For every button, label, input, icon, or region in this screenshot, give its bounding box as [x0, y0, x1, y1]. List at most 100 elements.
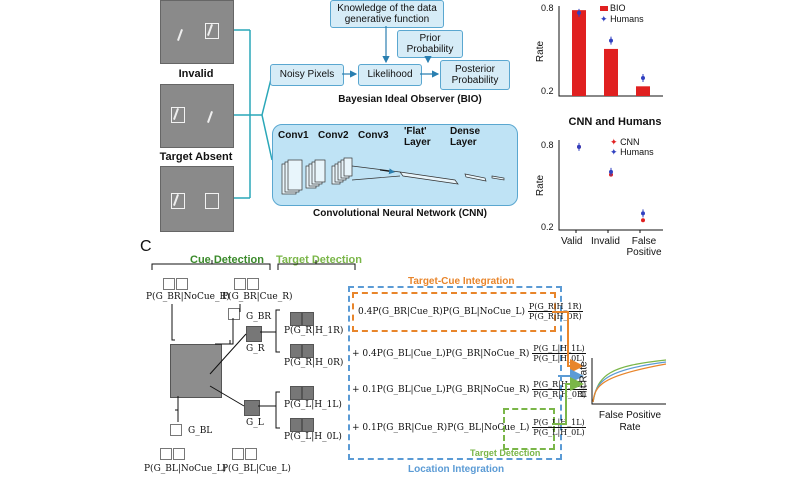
- target-tile-icon: [302, 312, 314, 326]
- term-3-fraction: P(G_R|H_1R)P(G_R|H_0R): [532, 380, 588, 399]
- panel-c-letter: C: [140, 238, 152, 255]
- chart2-ylabel: Rate: [535, 174, 547, 197]
- gl-target-icon: [244, 400, 260, 416]
- term-2-prior: + 0.4P(G_BL|Cue_L)P(G_BR|NoCue_R): [352, 349, 530, 359]
- chart2-title: CNN and Humans: [568, 116, 662, 128]
- cnn-layer-conv1: Conv1: [278, 130, 309, 141]
- chart2-xtick-false-positive: False Positive: [626, 236, 662, 258]
- stimulus-label-invalid: Invalid: [178, 68, 214, 80]
- term-2-denominator: P(G_L|H_0L): [533, 354, 585, 363]
- cue-detection-label: Cue Detection: [190, 254, 264, 266]
- term-4-fraction: P(G_L|H_1L)P(G_L|H_0L): [532, 418, 586, 437]
- stimulus-image-bottom: [160, 166, 234, 232]
- chart2-legend-cnn-marker: ✦: [610, 137, 618, 147]
- cnn-point-false-positive: [641, 218, 645, 223]
- roc-hit-rate-label: Hit Rate: [578, 361, 590, 398]
- term-3-prior: + 0.1P(G_BL|Cue_L)P(G_BR|NoCue_R): [352, 385, 530, 395]
- cue-box-icon: [163, 278, 175, 290]
- gbl-cue-icon: [170, 424, 182, 436]
- integration-output-arrows: [552, 311, 584, 425]
- chart1-legend-bio-swatch: [600, 6, 608, 11]
- cue-box-icon: [176, 278, 188, 290]
- target-tile-icon: [302, 344, 314, 358]
- term-2-fraction: P(G_L|H_1L)P(G_L|H_0L): [532, 344, 586, 363]
- panel-c-tree-lines: [171, 304, 280, 429]
- stimulus-label-target-absent: Target Absent: [159, 151, 233, 163]
- target-cue-integration-label: Target-Cue Integration: [408, 276, 515, 287]
- bio-knowledge-node: Knowledge of the data generative functio…: [330, 0, 444, 28]
- p-gl-h0l-left: P(G_L|H_0L): [284, 432, 342, 442]
- cnn-layer-graphic: [281, 157, 505, 195]
- p-gl-h1l-left: P(G_L|H_1L): [284, 400, 342, 410]
- p-gr-h0r-left: P(G_R|H_0R): [284, 358, 344, 368]
- bio-likelihood-node: Likelihood: [358, 64, 422, 86]
- bar-valid: [572, 10, 586, 96]
- node-gl-label: G_L: [246, 418, 264, 428]
- chart2-legend-humans-marker: ✦: [610, 146, 618, 157]
- location-integration-box: [348, 286, 562, 460]
- term-1-denominator: P(G_R|H_0R): [528, 312, 582, 321]
- chart1-ytick-02: 0.2: [541, 86, 554, 96]
- chart2-legend-humans: Humans: [620, 146, 654, 157]
- target-detection-box: [503, 408, 555, 450]
- term-4-prior: + 0.1P(G_BR|Cue_R)P(G_BL|NoCue_L): [352, 423, 530, 433]
- chart2-svg: [558, 140, 663, 233]
- panel-c-brackets: [151, 260, 356, 270]
- p-gbr-cue-label: P(G_BR|Cue_R): [222, 292, 293, 302]
- bio-posterior-node: Posterior Probability: [440, 60, 510, 90]
- integration-term-3: + 0.1P(G_BL|Cue_L)P(G_BR|NoCue_R) P(G_R|…: [352, 380, 588, 399]
- bio-arrows: [342, 26, 440, 78]
- chart-axes: [558, 6, 663, 97]
- cnn-layer-conv3: Conv3: [358, 130, 389, 141]
- cue-box-icon: [160, 448, 172, 460]
- cue-box-icon: [247, 278, 259, 290]
- integration-term-4: + 0.1P(G_BR|Cue_R)P(G_BL|NoCue_L) P(G_L|…: [352, 418, 586, 437]
- integration-term-2: + 0.4P(G_BL|Cue_L)P(G_BR|NoCue_R) P(G_L|…: [352, 344, 586, 363]
- chart1-ytick-08: 0.8: [541, 3, 554, 13]
- bio-title: Bayesian Ideal Observer (BIO): [338, 94, 482, 105]
- target-tile-icon: [302, 386, 314, 400]
- target-tile-icon: [290, 418, 302, 432]
- p-gbr-nocue-label: P(G_BR|NoCue_R): [146, 292, 230, 302]
- target-tile-icon: [290, 312, 302, 326]
- bio-noisy-pixels-node: Noisy Pixels: [270, 64, 344, 86]
- term-3-numerator: P(G_R|H_1R): [532, 380, 588, 390]
- target-tile-icon: [290, 386, 302, 400]
- chart2-ytick-08: 0.8: [541, 140, 554, 150]
- cnn-layer-conv2: Conv2: [318, 130, 349, 141]
- roc-fp-rate-label: False Positive Rate: [598, 410, 662, 433]
- cue-box-icon: [245, 448, 257, 460]
- chart-axes: [558, 140, 663, 231]
- stimulus-image-target-absent: [160, 84, 234, 148]
- target-detection-label-2: Target Detection: [470, 448, 541, 458]
- bar-invalid: [604, 48, 618, 96]
- term-3-denominator: P(G_R|H_0R): [533, 390, 587, 399]
- cnn-layer-dense: Dense Layer: [450, 126, 481, 148]
- term-1-prior: 0.4P(G_BR|Cue_R)P(G_BL|NoCue_L): [358, 307, 525, 317]
- p-gr-h1r-left: P(G_R|H_1R): [284, 326, 344, 336]
- chart2-xtick-valid: Valid: [561, 236, 583, 247]
- node-gbr-label: G_BR: [246, 312, 272, 322]
- cue-box-icon: [173, 448, 185, 460]
- target-detection-label: Target Detection: [276, 254, 362, 266]
- bar-false-positive: [636, 86, 650, 96]
- chart2-legend: ✦ CNN ✦ Humans: [610, 137, 654, 158]
- chart1-legend-humans-marker: ✦: [600, 13, 608, 24]
- roc-plot: [591, 358, 667, 405]
- bio-prior-node: Prior Probability: [397, 30, 463, 58]
- chart1-legend-humans: Humans: [610, 13, 644, 24]
- chart2-legend-cnn: CNN: [620, 137, 640, 147]
- gr-target-icon: [246, 326, 262, 342]
- target-tile-icon: [290, 344, 302, 358]
- node-gr-label: G_R: [246, 344, 265, 354]
- term-4-denominator: P(G_L|H_0L): [533, 428, 585, 437]
- chart2-xtick-invalid: Invalid: [591, 236, 620, 247]
- chart1-svg: [558, 6, 663, 97]
- node-gbl-label: G_BL: [188, 426, 213, 436]
- cnn-title: Convolutional Neural Network (CNN): [313, 208, 487, 219]
- chart1-ylabel: Rate: [535, 40, 547, 63]
- stimulus-connectors: [234, 29, 273, 199]
- p-gbl-cue-label: P(G_BL|Cue_L): [222, 464, 291, 474]
- target-tile-icon: [302, 418, 314, 432]
- chart1-legend: BIO ✦ Humans: [600, 3, 644, 25]
